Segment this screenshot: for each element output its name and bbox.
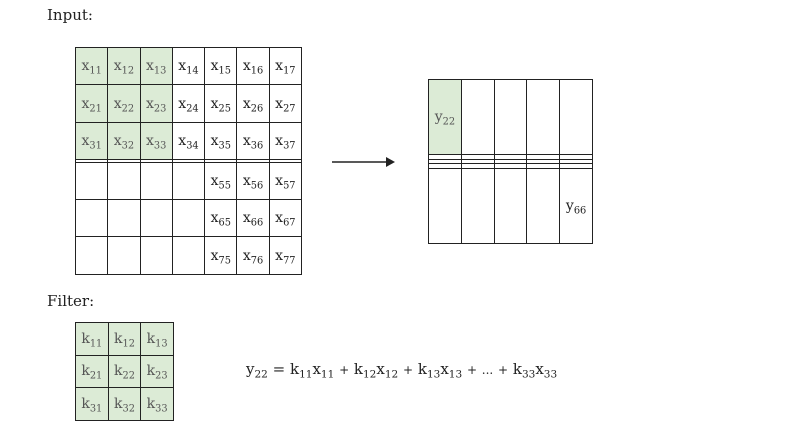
grid-cell: x13 xyxy=(139,46,173,86)
grid-cell: x16 xyxy=(236,46,270,86)
grid-cell: x24 xyxy=(171,84,206,123)
grid-cell xyxy=(139,161,173,201)
grid-cell xyxy=(139,236,173,275)
grid-cell xyxy=(74,199,109,238)
grid-cell: x76 xyxy=(236,236,270,275)
grid-cell: x15 xyxy=(204,46,238,86)
grid-cell xyxy=(493,167,528,245)
grid-cell xyxy=(107,236,141,275)
grid-cell: x11 xyxy=(74,46,109,86)
equation-term: + xyxy=(466,363,477,377)
equation-term: + xyxy=(498,363,509,377)
equation-term: + xyxy=(339,363,350,377)
grid-cell: x14 xyxy=(171,46,206,86)
grid-cell xyxy=(428,167,462,245)
grid-cell xyxy=(493,78,528,156)
grid-cell: k23 xyxy=(140,354,174,389)
grid-cell xyxy=(171,199,206,238)
grid-cell xyxy=(460,78,495,156)
grid-cell: k32 xyxy=(107,387,142,421)
grid-cell: x33 xyxy=(139,121,173,161)
grid-cell: x32 xyxy=(107,121,141,161)
equation-term: k12x12 xyxy=(353,360,399,381)
grid-row: y66 xyxy=(428,167,593,245)
grid-cell: k11 xyxy=(75,322,109,356)
grid-cell: x55 xyxy=(204,161,238,201)
grid-cell xyxy=(107,199,141,238)
grid-cell xyxy=(74,236,109,275)
filter-label: Filter: xyxy=(47,292,95,310)
grid-cell: x37 xyxy=(268,121,303,161)
equation-term: k11x11 xyxy=(289,360,335,381)
grid-cell: x57 xyxy=(268,161,303,201)
grid-cell: x67 xyxy=(268,199,303,238)
grid-cell xyxy=(526,78,561,156)
grid-cell: k12 xyxy=(107,322,142,356)
grid-row xyxy=(74,159,303,163)
grid-cell xyxy=(74,161,109,201)
grid-cell: x65 xyxy=(204,199,238,238)
input-label: Input: xyxy=(47,6,93,24)
grid-cell xyxy=(559,163,593,169)
grid-cell: x27 xyxy=(268,84,303,123)
grid-cell: x31 xyxy=(74,121,109,161)
output-grid: y22 y66 xyxy=(428,78,593,245)
grid-cell: k22 xyxy=(107,354,142,389)
equation-term: ... xyxy=(481,363,494,377)
grid-cell: x21 xyxy=(74,84,109,123)
grid-cell: y22 xyxy=(428,78,462,156)
grid-cell xyxy=(107,161,141,201)
grid-cell: x17 xyxy=(268,46,303,86)
equation-lhs: y22 xyxy=(246,360,268,381)
grid-cell: x26 xyxy=(236,84,270,123)
grid-cell xyxy=(139,199,173,238)
grid-cell: x75 xyxy=(204,236,238,275)
equation-term: k33x33 xyxy=(512,360,558,381)
arrow-icon xyxy=(332,157,395,167)
grid-cell: x36 xyxy=(236,121,270,161)
grid-cell: x22 xyxy=(107,84,141,123)
grid-row xyxy=(428,163,593,169)
grid-cell xyxy=(526,167,561,245)
convolution-equation: y22 = k11x11 + k12x12 + k13x13 + ... + k… xyxy=(246,360,558,381)
grid-cell: y66 xyxy=(559,167,593,245)
grid-cell: x35 xyxy=(204,121,238,161)
grid-cell xyxy=(171,161,206,201)
equation-term: k13x13 xyxy=(417,360,463,381)
grid-cell: k13 xyxy=(140,322,174,356)
grid-cell xyxy=(559,78,593,156)
grid-cell: x56 xyxy=(236,161,270,201)
grid-cell xyxy=(171,236,206,275)
grid-cell: x12 xyxy=(107,46,141,86)
grid-cell: x66 xyxy=(236,199,270,238)
grid-cell: x77 xyxy=(268,236,303,275)
grid-cell: x25 xyxy=(204,84,238,123)
equation-term: + xyxy=(403,363,414,377)
grid-cell xyxy=(460,167,495,245)
grid-cell: k21 xyxy=(75,354,109,389)
grid-cell: x34 xyxy=(171,121,206,161)
grid-cell: x23 xyxy=(139,84,173,123)
grid-cell: k33 xyxy=(140,387,174,421)
grid-row: y22 xyxy=(428,78,593,156)
grid-cell: k31 xyxy=(75,387,109,421)
grid-cell xyxy=(268,159,303,163)
